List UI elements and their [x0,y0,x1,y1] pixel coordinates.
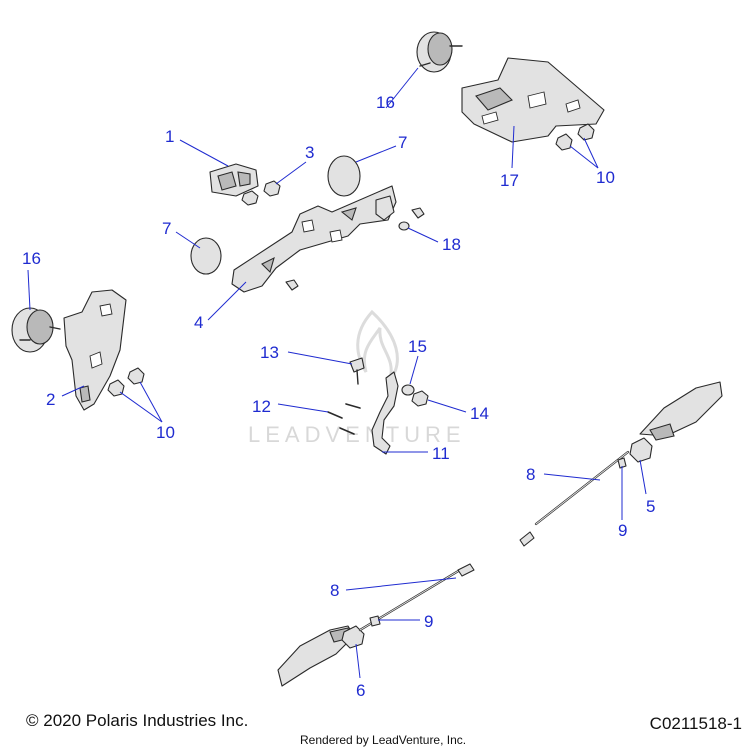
callout-8-right: 8 [526,465,535,484]
callout-8-left: 8 [330,581,339,600]
watermark-flame-icon [356,309,399,381]
part-17-bracket [461,57,605,143]
part-12-screws [327,403,361,435]
part-15-washer [401,384,415,396]
part-16-left-grommet [11,307,61,353]
callout-3: 3 [305,143,314,162]
part-13-bolt [349,357,365,385]
part-7-lens-lower [190,237,222,275]
callout-7-lower: 7 [162,219,171,238]
copyright-text: © 2020 Polaris Industries Inc. [26,711,249,730]
callout-16-top: 16 [376,93,395,112]
callout-6: 6 [356,681,365,700]
part-2-bracket [63,289,127,411]
part-14-nut [411,390,429,407]
callout-1: 1 [165,127,174,146]
part-10-left-nuts [107,367,145,397]
callout-labels: 1 2 3 4 5 6 7 7 8 8 9 9 10 10 11 12 13 1… [22,93,655,700]
callout-9-left: 9 [424,612,433,631]
callout-12: 12 [252,397,271,416]
part-6-clamp [341,625,365,649]
callout-4: 4 [194,313,203,332]
callout-15: 15 [408,337,427,356]
callout-10-top: 10 [596,168,615,187]
part-8-wire-right [519,450,630,547]
callout-14: 14 [470,404,489,423]
callout-17: 17 [500,171,519,190]
part-right-turn-signal [639,381,723,441]
part-4-mounting-plate [231,185,397,293]
watermark: LEADVENTURE [248,309,461,447]
callout-13: 13 [260,343,279,362]
part-left-turn-signal [277,625,355,687]
callout-18: 18 [442,235,461,254]
callout-5: 5 [646,497,655,516]
callout-9-right: 9 [618,521,627,540]
part-screws-plate [285,207,425,291]
part-10-top-nuts [555,123,595,151]
part-1-light-housing [209,163,259,197]
leader-lines [27,67,647,679]
callout-11: 11 [432,444,450,463]
part-9-clip-left [369,615,381,627]
part-7-lens-upper [327,155,361,197]
part-9-clip-right [617,457,627,469]
callout-2: 2 [46,390,55,409]
callout-10-left: 10 [156,423,175,442]
part-11-j-bracket [371,371,399,455]
drawing-code: C0211518-1 [649,714,742,733]
part-5-clamp [629,437,653,463]
callout-7-upper: 7 [398,133,407,152]
rendered-by-text: Rendered by LeadVenture, Inc. [300,733,467,747]
callout-16-left: 16 [22,249,41,268]
part-16-top-grommet [416,31,463,73]
part-3-nut [241,180,281,206]
part-18-washer [398,221,410,231]
